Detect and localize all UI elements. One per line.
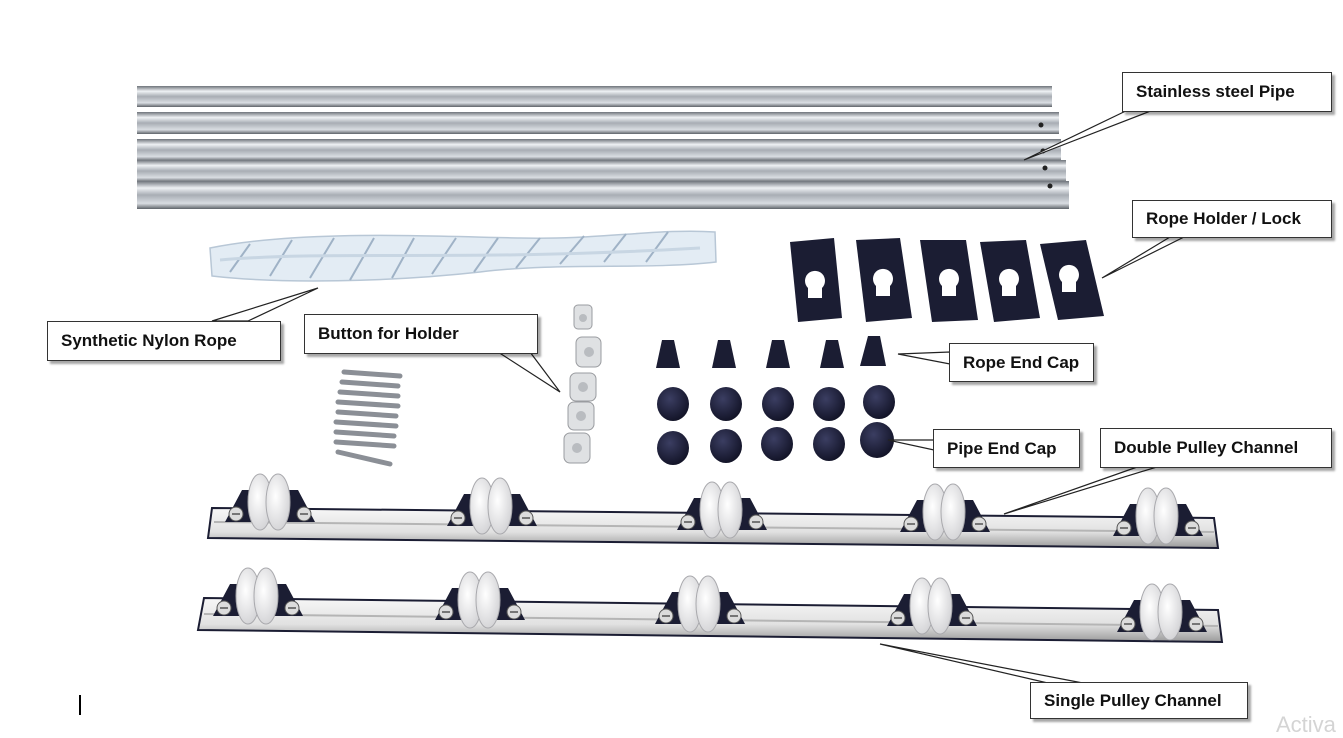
label-rope-end-cap: Rope End Cap bbox=[949, 343, 1094, 382]
label-pipe-end-cap: Pipe End Cap bbox=[933, 429, 1080, 468]
label-stainless-steel-pipe: Stainless steel Pipe bbox=[1122, 72, 1332, 112]
screws bbox=[333, 369, 403, 467]
label-double-pulley-channel: Double Pulley Channel bbox=[1100, 428, 1332, 468]
label-single-pulley-channel: Single Pulley Channel bbox=[1030, 682, 1248, 719]
nylon-rope-bundle bbox=[209, 230, 717, 282]
label-synthetic-nylon-rope: Synthetic Nylon Rope bbox=[47, 321, 281, 361]
label-rope-holder-lock: Rope Holder / Lock bbox=[1132, 200, 1332, 238]
label-button-for-holder: Button for Holder bbox=[304, 314, 538, 354]
double-pulley-channel bbox=[206, 473, 1220, 550]
rope-holders bbox=[790, 238, 1104, 322]
activation-watermark: Activa bbox=[1276, 712, 1336, 737]
text-cursor bbox=[79, 695, 81, 715]
callout-pointers bbox=[211, 107, 1185, 685]
holder-buttons bbox=[563, 304, 602, 464]
single-pulley-channel bbox=[196, 567, 1224, 644]
stainless-steel-pipes bbox=[137, 86, 1069, 209]
pipe-end-caps bbox=[657, 385, 895, 465]
rope-end-caps bbox=[656, 336, 886, 368]
